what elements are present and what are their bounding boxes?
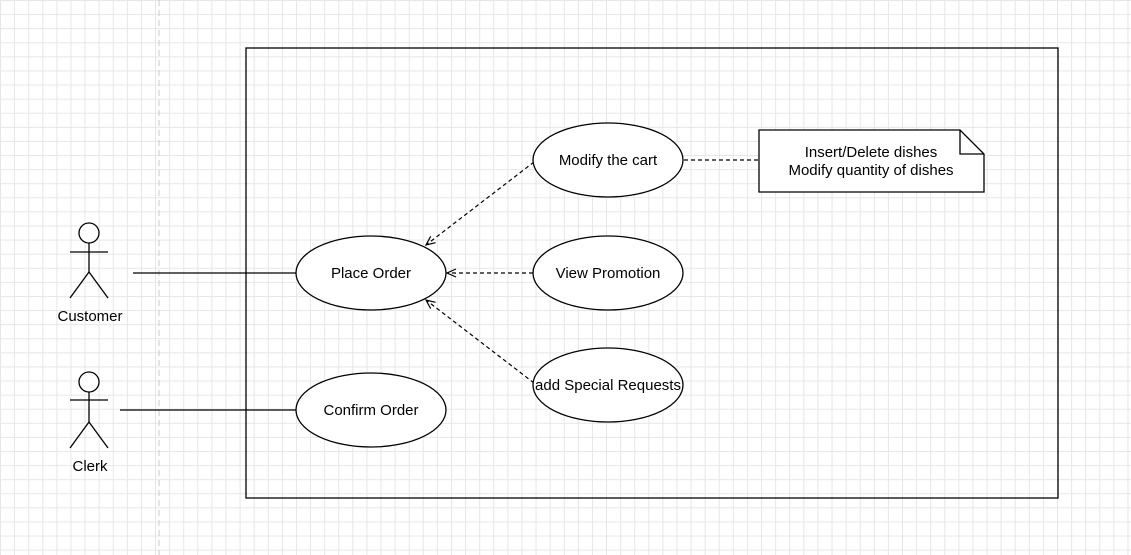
note-line-1: Insert/Delete dishes [805, 144, 938, 161]
use-case-view-promotion[interactable]: View Promotion [532, 235, 684, 311]
actor-label-clerk: Clerk [72, 458, 108, 475]
actor-left-leg [69, 271, 90, 299]
use-case-confirm-order[interactable]: Confirm Order [295, 372, 447, 448]
use-case-label: Confirm Order [323, 402, 418, 419]
use-case-special-requests[interactable]: add Special Requests [532, 347, 684, 423]
actor-label-customer: Customer [57, 308, 122, 325]
use-case-modify-cart[interactable]: Modify the cart [532, 122, 684, 198]
note[interactable]: Insert/Delete dishes Modify quantity of … [758, 129, 985, 193]
use-case-label: Place Order [331, 265, 411, 282]
actor-right-leg [88, 271, 109, 299]
actor-customer[interactable]: Customer [57, 222, 123, 325]
note-line-2: Modify quantity of dishes [788, 162, 953, 179]
dependency-modify-cart-to-place-order[interactable] [424, 161, 535, 246]
actor-clerk[interactable]: Clerk [69, 371, 109, 475]
dependency-special-requests-to-place-order[interactable] [424, 299, 535, 384]
use-case-label: Modify the cart [559, 152, 658, 169]
use-case-place-order[interactable]: Place Order [295, 235, 447, 311]
actor-head [78, 371, 100, 393]
actor-head [78, 222, 100, 244]
actor-left-leg [69, 421, 90, 449]
use-case-label: add Special Requests [535, 377, 681, 394]
use-case-label: View Promotion [556, 265, 661, 282]
actor-right-leg [88, 421, 109, 449]
note-shape [758, 129, 985, 193]
note-fold [959, 130, 984, 155]
